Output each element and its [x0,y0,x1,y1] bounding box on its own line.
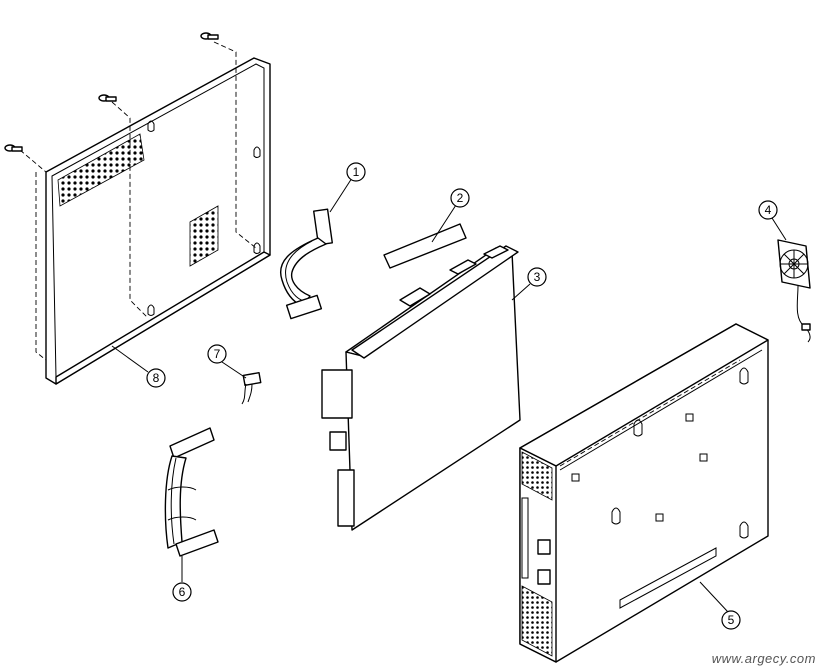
site-watermark: www.argecy.com [711,651,816,666]
callout-4: 4 [758,200,778,220]
svg-text:7: 7 [214,347,221,361]
cooling-fan-part [777,239,811,343]
svg-text:3: 3 [534,270,541,284]
svg-text:5: 5 [728,613,735,627]
svg-text:8: 8 [153,371,160,385]
chassis-enclosure-part [519,323,769,663]
screw-icon [4,144,23,152]
ribbon-cable-part [280,208,333,320]
label-strip-part [383,223,467,269]
callout-8: 8 [146,368,166,388]
callout-7: 7 [207,344,227,364]
callout-6: 6 [172,582,192,602]
flat-cable-part [164,427,219,557]
controller-board-part [321,245,521,531]
callout-2: 2 [450,188,470,208]
svg-text:6: 6 [179,585,186,599]
callout-3: 3 [527,267,547,287]
callout-1: 1 [346,162,366,182]
svg-text:4: 4 [765,203,772,217]
callout-5: 5 [721,610,741,630]
cover-panel-part [4,32,271,385]
screw-icon [98,94,117,102]
small-connector-part [241,371,262,405]
svg-text:1: 1 [353,165,360,179]
screw-icon [200,32,219,40]
svg-text:2: 2 [457,191,464,205]
